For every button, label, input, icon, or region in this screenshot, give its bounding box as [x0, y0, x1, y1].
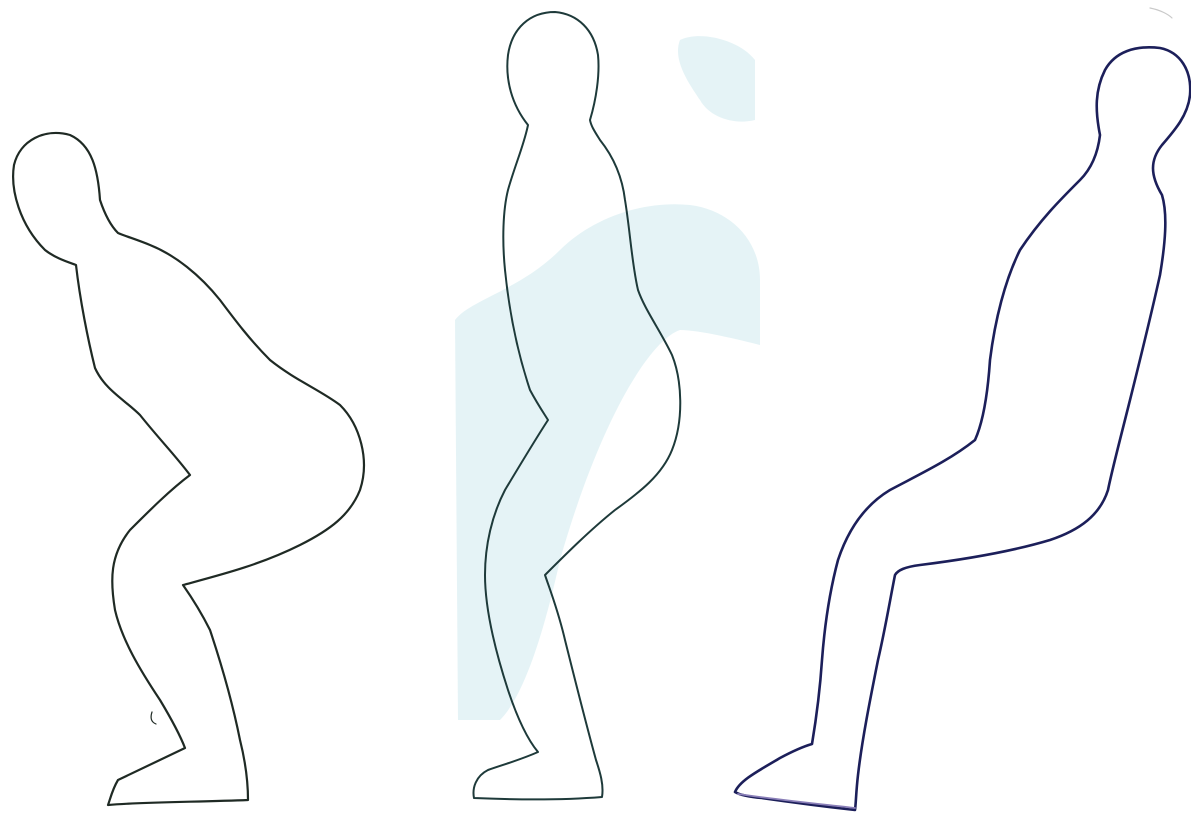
figure-right-silhouette	[735, 47, 1190, 810]
figure-left-silhouette	[13, 133, 364, 805]
watercolor-wash	[455, 36, 760, 720]
stray-mark	[1150, 8, 1172, 18]
